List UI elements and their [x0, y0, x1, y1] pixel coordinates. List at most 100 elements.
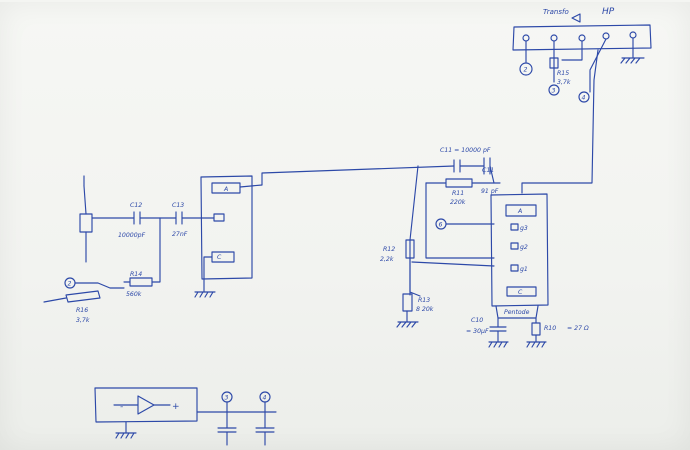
- c10-name: C10: [471, 317, 483, 324]
- terminal: [629, 31, 637, 39]
- wire: [589, 38, 607, 93]
- r12-name: R12: [383, 246, 395, 253]
- hp-label: HP: [602, 7, 615, 17]
- r11-name: R11: [452, 190, 464, 197]
- triode-anode-label: A: [223, 186, 228, 193]
- r16-name: R16: [76, 307, 88, 314]
- r15-name: R15: [557, 70, 569, 77]
- wire: [549, 40, 559, 83]
- wire: [411, 261, 495, 267]
- c13-value: 27nF: [172, 231, 188, 238]
- coupling-section: C11 = 10000 pF C11 R11 220k 91 pF 6 R12 …: [261, 147, 501, 328]
- c10-value: = 30µF: [466, 328, 489, 335]
- transformer-label: Transfo: [543, 8, 569, 16]
- terminal: [602, 32, 610, 40]
- c-9pf-label: 91 pF: [481, 188, 499, 195]
- input-section: C12 10000pF C13 27nF R14 560k 2 R16 3,7k: [43, 175, 215, 324]
- r12-value: 2,2k: [380, 256, 394, 263]
- opamp-triangle: [137, 395, 155, 415]
- wire: [495, 305, 539, 319]
- pentode-cathode-label: C: [518, 289, 523, 296]
- wire: [261, 165, 455, 186]
- node-circle: [578, 91, 590, 103]
- resistor-r10: [526, 317, 547, 348]
- terminal: [550, 34, 558, 42]
- node-label: 4: [582, 95, 586, 102]
- r11-value: 220k: [450, 199, 466, 206]
- pentode-anode-box: [505, 204, 537, 217]
- r16-value: 3,7k: [76, 317, 90, 324]
- c12-name: C12: [130, 202, 142, 209]
- transformer-block: Transfo HP 2 R15 3,7k 3 4: [512, 7, 652, 194]
- terminal: [578, 34, 586, 42]
- pentode-name: Pentode: [504, 308, 530, 316]
- triode-cathode-label: C: [217, 254, 222, 261]
- wire: [74, 282, 125, 289]
- opamp-minus-label: -: [120, 402, 123, 412]
- ground-symbol: [194, 256, 216, 298]
- wire: [521, 49, 599, 194]
- triode-body: [200, 175, 253, 280]
- input-component: [79, 213, 93, 233]
- capacitor-c10: [488, 317, 509, 348]
- triode-anode-box: [211, 182, 241, 194]
- resistor-r14: [123, 217, 161, 287]
- wire: [239, 184, 263, 188]
- grid-box: [213, 213, 225, 222]
- pentode-cathode-box: [506, 286, 537, 297]
- resistor-r12: [405, 239, 415, 259]
- opamp-box: [94, 387, 198, 423]
- capacitor: [217, 401, 237, 446]
- ground-symbol: [115, 421, 137, 439]
- transformer-arrow: [571, 13, 581, 23]
- c11-top-label: C11 = 10000 pF: [440, 147, 491, 154]
- r13-name: R13: [418, 297, 430, 304]
- resistor-r13: [402, 293, 413, 312]
- node-label: 2: [68, 281, 72, 288]
- capacitor-c12: [133, 211, 141, 225]
- grid-label: g1: [520, 266, 528, 273]
- node-circle: [519, 62, 533, 76]
- opamp-plus-label: +: [172, 402, 180, 412]
- capacitor-c11: [453, 159, 461, 173]
- wire: [425, 182, 495, 259]
- transformer-box: [512, 24, 652, 51]
- r13-value: 8 20k: [416, 306, 434, 313]
- c12-value: 10000pF: [118, 232, 146, 239]
- opamp-block: - + 3 4: [94, 387, 277, 446]
- grid-box: [510, 223, 519, 231]
- wire: [409, 257, 421, 297]
- resistor-r11: [425, 178, 501, 188]
- wire: [83, 185, 87, 263]
- ground-symbol: [620, 37, 645, 64]
- triode-tube: A C: [194, 175, 263, 298]
- node-circle: [548, 84, 560, 96]
- node-label: 3: [552, 88, 556, 95]
- r14-name: R14: [130, 271, 142, 278]
- node-label: 3: [225, 395, 229, 402]
- pentode-anode-label: A: [517, 208, 522, 215]
- capacitor: [255, 401, 275, 446]
- r15-value: 3,7k: [557, 79, 571, 86]
- wire: [409, 165, 419, 296]
- node-label: 4: [263, 395, 267, 402]
- resistor-r16: [65, 290, 101, 303]
- triode-cathode-box: [211, 251, 235, 263]
- node-label: 6: [439, 222, 443, 229]
- r10-value: = 27 Ω: [567, 325, 589, 332]
- terminal: [522, 34, 530, 42]
- ground-symbol: [396, 310, 419, 328]
- grid-box: [510, 242, 519, 250]
- r14-value: 560k: [126, 291, 142, 298]
- node-label: 2: [524, 67, 528, 74]
- wire: [489, 165, 495, 184]
- pentode-tube: A g3 g2 g1 C Pentode C10 = 30µF R10 = 27…: [466, 193, 589, 348]
- wire: [43, 297, 67, 303]
- grid-label: g3: [520, 225, 528, 232]
- r10-name: R10: [544, 325, 556, 332]
- c13-name: C13: [172, 202, 184, 209]
- c11-name: C11: [482, 167, 494, 174]
